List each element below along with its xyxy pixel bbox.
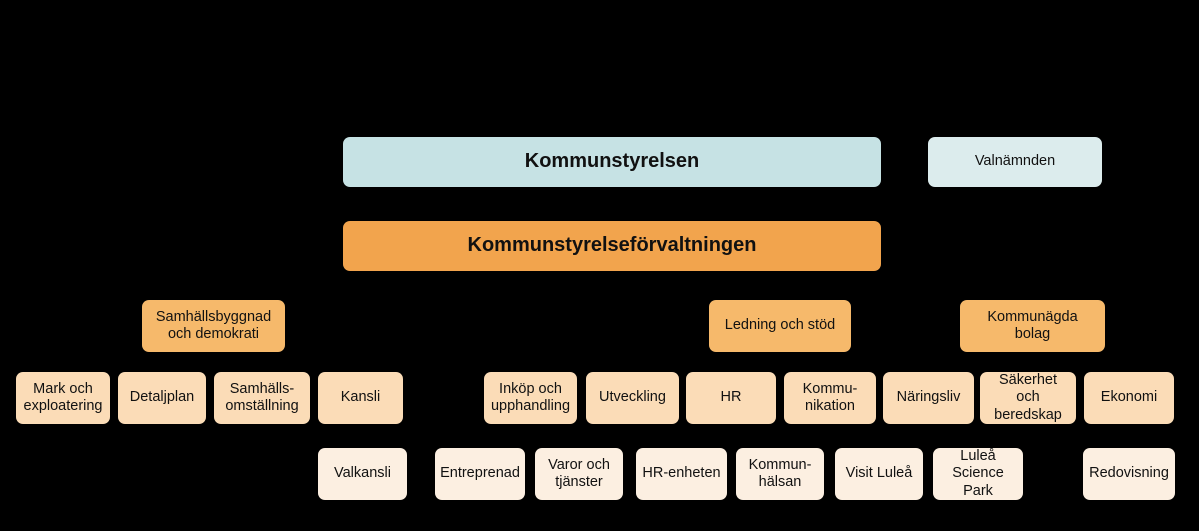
org-node-redovisning[interactable]: Redovisning xyxy=(1083,448,1175,500)
org-node-ledning-och-stod[interactable]: Ledning och stöd xyxy=(709,300,851,352)
org-node-kommunikation[interactable]: Kommu- nikation xyxy=(784,372,876,424)
org-node-valnamnden[interactable]: Valnämnden xyxy=(928,137,1102,187)
org-node-mark-och-exploatering[interactable]: Mark och exploatering xyxy=(16,372,110,424)
org-node-naringsliv[interactable]: Näringsliv xyxy=(883,372,974,424)
org-node-kommunstyrelsen[interactable]: Kommunstyrelsen xyxy=(343,137,881,187)
org-node-entreprenad[interactable]: Entreprenad xyxy=(435,448,525,500)
org-node-varor-och-tjanster[interactable]: Varor och tjänster xyxy=(535,448,623,500)
org-node-samhallsbyggnad-demokrati[interactable]: Samhällsbyggnad och demokrati xyxy=(142,300,285,352)
org-node-utveckling[interactable]: Utveckling xyxy=(586,372,679,424)
org-node-kommunagda-bolag[interactable]: Kommunägda bolag xyxy=(960,300,1105,352)
org-node-visit-lulea[interactable]: Visit Luleå xyxy=(835,448,923,500)
org-node-lulea-science-park[interactable]: Luleå Science Park xyxy=(933,448,1023,500)
org-node-detaljplan[interactable]: Detaljplan xyxy=(118,372,206,424)
org-node-hr[interactable]: HR xyxy=(686,372,776,424)
org-node-inkop-och-upphandling[interactable]: Inköp och upphandling xyxy=(484,372,577,424)
org-node-valkansli[interactable]: Valkansli xyxy=(318,448,407,500)
org-node-samhallsomstallning[interactable]: Samhälls- omställning xyxy=(214,372,310,424)
org-node-kommunstyrelseforvaltningen[interactable]: Kommunstyrelseförvaltningen xyxy=(343,221,881,271)
org-node-sakerhet-och-beredskap[interactable]: Säkerhet och beredskap xyxy=(980,372,1076,424)
org-node-hr-enheten[interactable]: HR-enheten xyxy=(636,448,727,500)
org-node-ekonomi[interactable]: Ekonomi xyxy=(1084,372,1174,424)
org-node-kansli[interactable]: Kansli xyxy=(318,372,403,424)
org-node-kommunhalsan[interactable]: Kommun- hälsan xyxy=(736,448,824,500)
